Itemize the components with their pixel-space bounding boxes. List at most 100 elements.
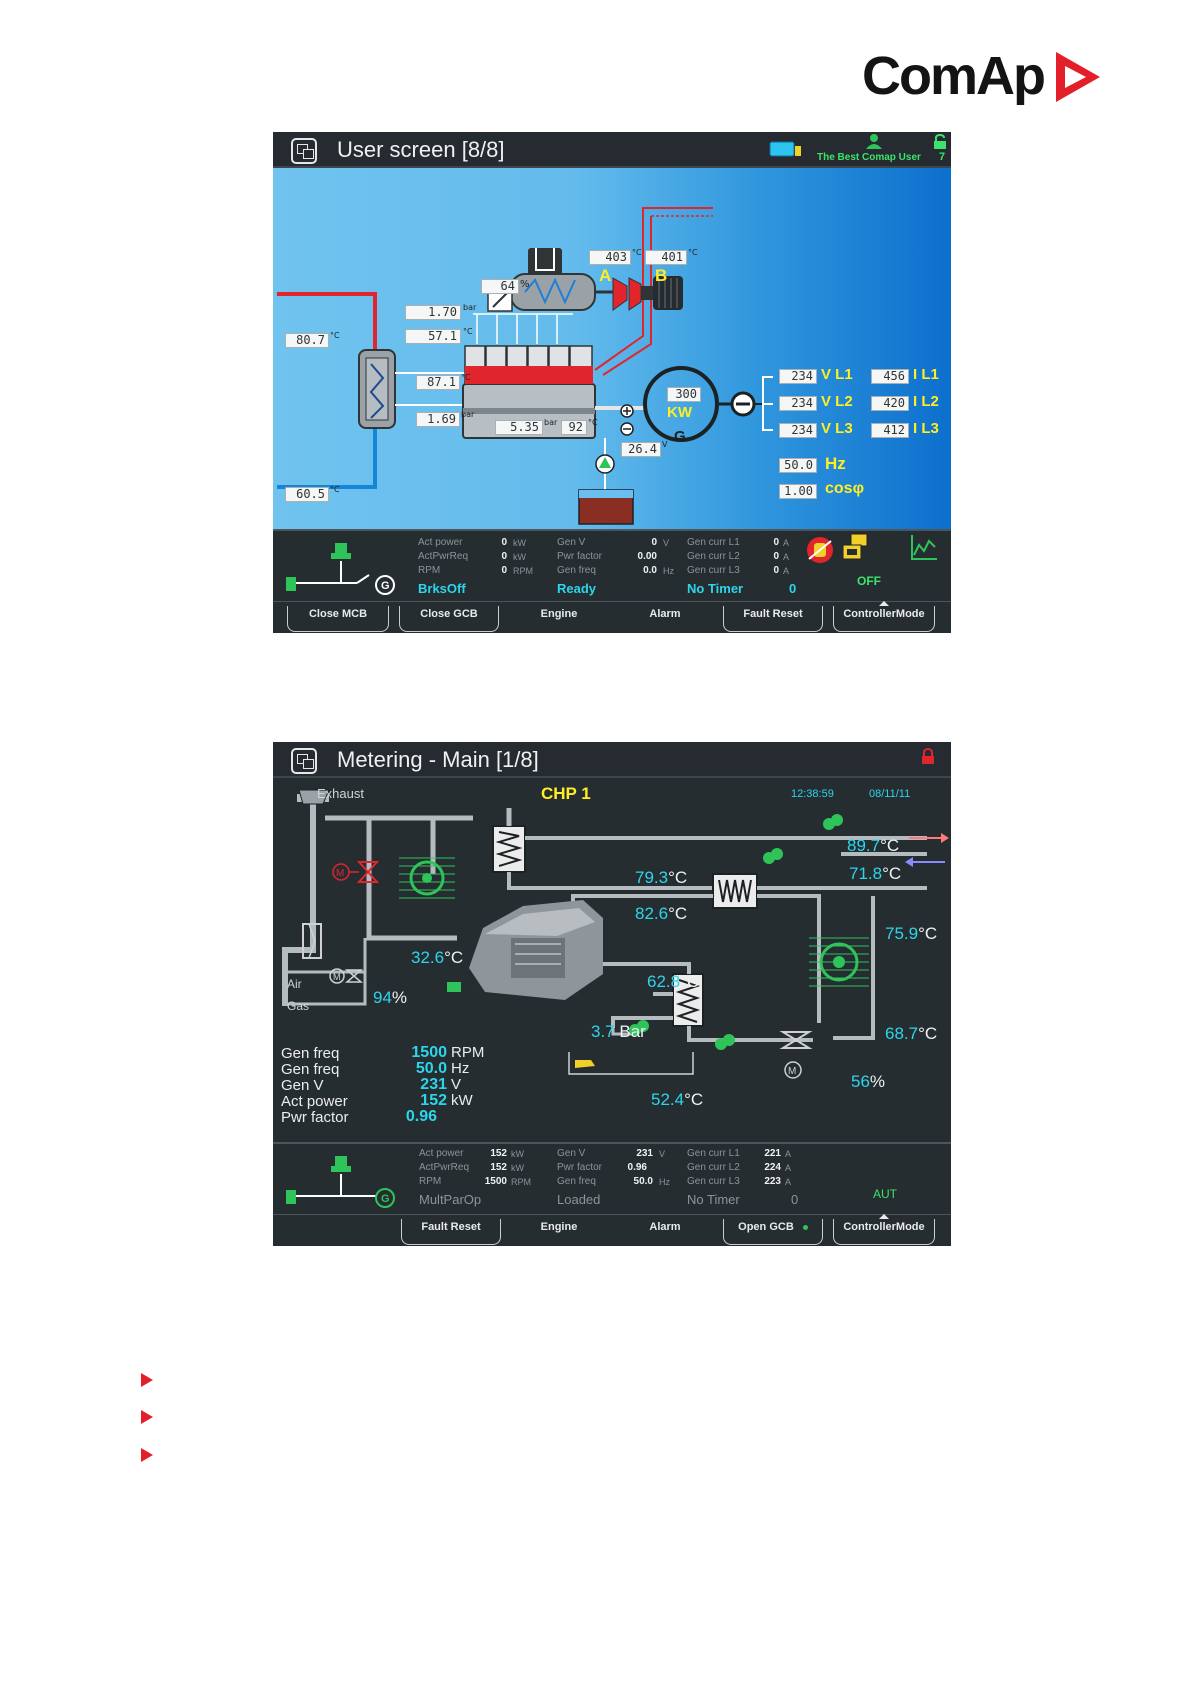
- status-value: 0: [501, 565, 507, 576]
- status-unit: kW: [513, 552, 526, 562]
- controller-mode-button[interactable]: ControllerMode: [833, 1214, 935, 1245]
- temp-value: 82.6: [635, 904, 669, 923]
- status-unit: kW: [513, 538, 526, 548]
- alarm-hand-icon[interactable]: [805, 535, 835, 565]
- screen-switch-icon[interactable]: [291, 138, 317, 164]
- status-label: Pwr factor: [557, 551, 603, 562]
- status-unit: RPM: [513, 566, 533, 576]
- metering-label: Pwr factor: [281, 1109, 349, 1126]
- label-b: B: [655, 266, 668, 285]
- status-label: Gen V: [557, 1148, 586, 1159]
- svg-text:M: M: [336, 868, 344, 879]
- status-label: Gen curr L1: [687, 537, 740, 548]
- user-icon: [866, 134, 882, 149]
- temp-value: 89.7: [847, 836, 881, 855]
- metering-screen: Metering - Main [1/8]: [273, 742, 951, 1246]
- cold-water-temp: 60.5: [285, 487, 329, 502]
- gen-power-value: 300: [667, 387, 701, 402]
- history-log-icon[interactable]: [841, 533, 869, 563]
- clock-time: 12:38:59: [791, 788, 834, 800]
- metering-unit: Hz: [451, 1060, 470, 1077]
- genset-symbol-icon: G: [286, 1156, 395, 1208]
- engine-button[interactable]: Engine: [540, 608, 578, 620]
- voltage-l1-label: V L1: [821, 366, 853, 383]
- metering-unit: kW: [451, 1092, 473, 1109]
- title-bar: User screen [8/8] The Best Comap User 7: [273, 132, 951, 168]
- screen-switch-icon[interactable]: [291, 748, 317, 774]
- close-gcb-button[interactable]: Close GCB: [399, 606, 499, 632]
- controller-mode-button[interactable]: ControllerMode: [833, 601, 935, 632]
- current-l1-label: I L1: [913, 366, 939, 383]
- current-l3-label: I L3: [913, 420, 939, 437]
- valve-unit: %: [869, 1072, 886, 1091]
- status-label: ActPwrReq: [418, 551, 469, 562]
- status-unit: A: [785, 1177, 792, 1187]
- oil-temp: 57.1: [405, 329, 461, 344]
- status-value: 223: [764, 1176, 781, 1187]
- bullet-arrow-icon: [141, 1410, 153, 1424]
- temp-engine: 32.6°C: [411, 948, 463, 968]
- fault-reset-button[interactable]: Fault Reset: [401, 1219, 501, 1245]
- exhaust-label: Exhaust: [317, 786, 364, 801]
- temp-outlet: 89.7°C: [847, 836, 899, 856]
- screen-title: User screen [8/8]: [337, 137, 505, 162]
- sd-card-icon: [769, 141, 801, 157]
- air-label: Air: [287, 977, 302, 991]
- status-unit: kW: [511, 1149, 524, 1159]
- mode-up-arrow-icon: [879, 601, 889, 606]
- temp-unit: °C: [684, 1090, 704, 1109]
- status-value: 221: [764, 1148, 781, 1159]
- status-panel: G Act power ActPwrReq RPM 0 0 0 kW kW RP…: [273, 529, 951, 601]
- status-unit: A: [783, 566, 790, 576]
- current-l3: 412: [871, 423, 909, 438]
- status-value: 0: [501, 537, 507, 548]
- temp-unit: °C: [444, 948, 464, 967]
- title-bar: Metering - Main [1/8]: [273, 742, 951, 778]
- metering-value: 0.96: [405, 1108, 437, 1125]
- trend-chart-icon[interactable]: [909, 533, 939, 563]
- controller-mode: AUT: [873, 1187, 897, 1201]
- svg-text:G: G: [381, 580, 390, 592]
- lock-icon: [922, 748, 934, 764]
- clock-date: 08/11/11: [869, 788, 911, 800]
- genset-name: CHP 1: [541, 784, 591, 803]
- current-l1: 456: [871, 369, 909, 384]
- status-value: 50.0: [633, 1176, 653, 1187]
- battery-voltage: 26.4: [621, 442, 661, 457]
- unit-label: bar: [461, 410, 475, 419]
- alarm-button[interactable]: Alarm: [649, 1221, 681, 1233]
- temp-cooler-out: 68.7°C: [885, 1024, 937, 1044]
- status-value: 0: [773, 537, 779, 548]
- hot-water-temp: 80.7: [285, 333, 329, 348]
- chp-diagram: M M: [282, 789, 949, 1079]
- fault-reset-button[interactable]: Fault Reset: [723, 606, 823, 632]
- controller-mode: OFF: [857, 574, 881, 588]
- open-gcb-button[interactable]: Open GCB: [723, 1219, 823, 1245]
- valve-unit: %: [391, 988, 408, 1007]
- gas-valve-position: 94%: [373, 988, 407, 1008]
- coolant-temp: 87.1: [416, 375, 460, 390]
- label-a: A: [599, 266, 612, 285]
- metering-value: 152: [420, 1092, 447, 1109]
- status-label: Pwr factor: [557, 1162, 603, 1173]
- user-level: 7: [939, 151, 946, 163]
- unit-label: °C: [463, 327, 473, 336]
- temp-hx-in: 79.3°C: [635, 868, 687, 888]
- status-unit: V: [659, 1149, 666, 1159]
- close-mcb-button[interactable]: Close MCB: [287, 606, 389, 632]
- temp-unit: °C: [882, 864, 902, 883]
- status-unit: kW: [511, 1163, 524, 1173]
- status-label: Gen curr L2: [687, 1162, 740, 1173]
- temp-unit: °C: [918, 924, 938, 943]
- engine-state: Loaded: [557, 1192, 601, 1207]
- unit-label: %: [520, 279, 530, 290]
- engine-button[interactable]: Engine: [540, 1221, 578, 1233]
- timer-label: No Timer: [687, 581, 744, 596]
- mix-valve-position: 56%: [851, 1072, 885, 1092]
- alarm-button[interactable]: Alarm: [649, 608, 681, 620]
- throttle-position: 64: [481, 279, 519, 294]
- valve-value: 94: [373, 988, 392, 1007]
- gen-power-unit: KW: [667, 404, 692, 421]
- lock-open-icon: [934, 134, 946, 149]
- status-label: RPM: [419, 1176, 442, 1187]
